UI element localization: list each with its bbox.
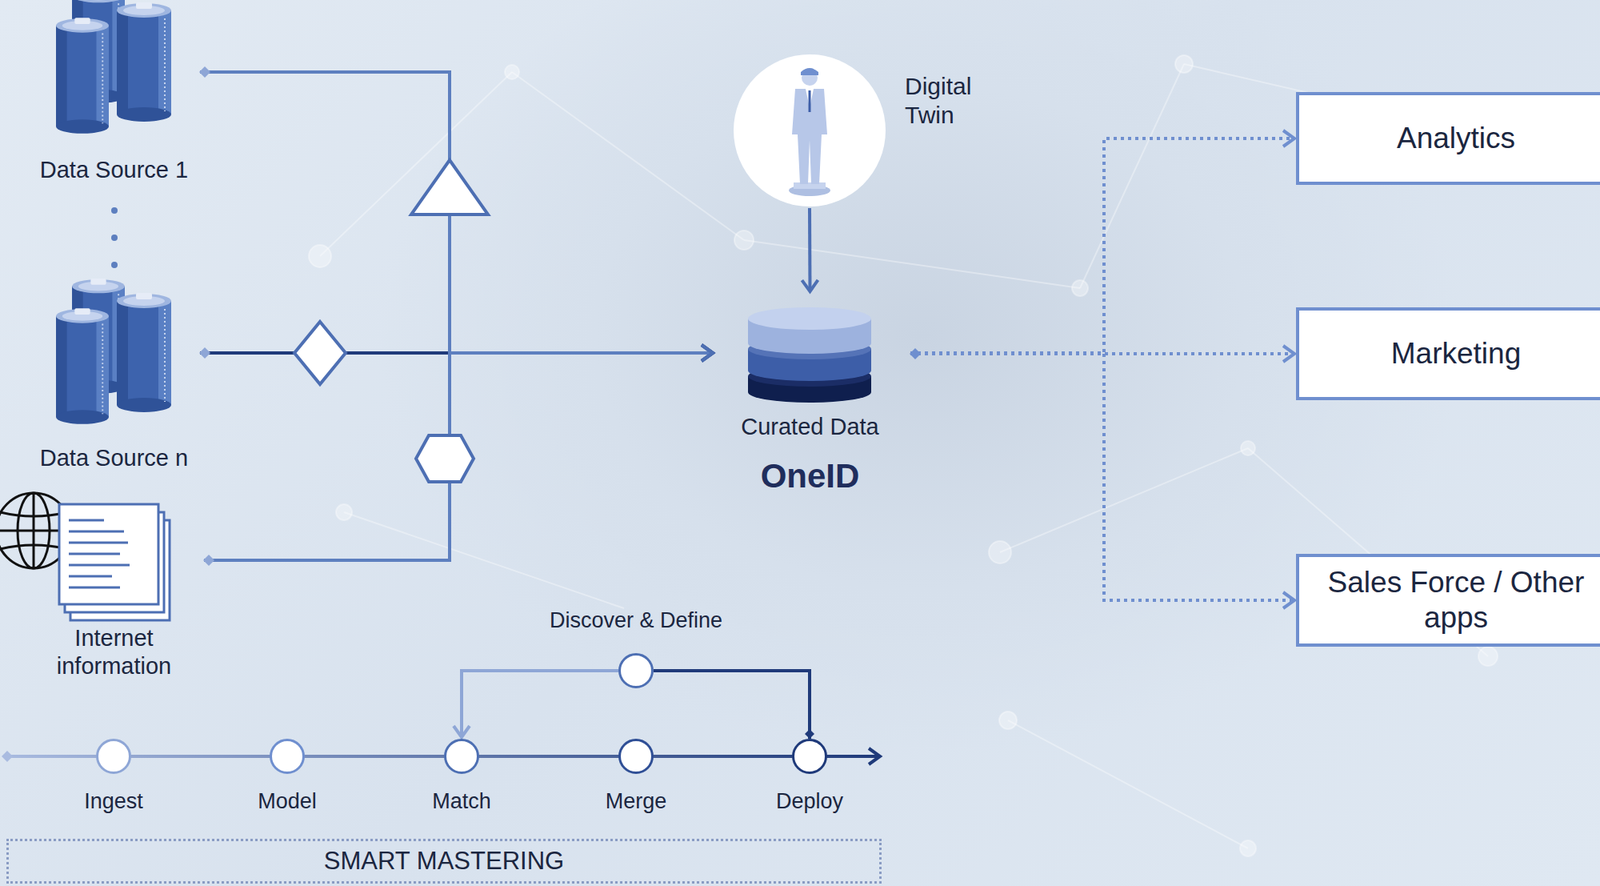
document-icon [68, 530, 124, 533]
digital-twin-figure [808, 90, 812, 112]
pipeline-step-circle: Deploy [792, 738, 828, 774]
digital-twin: Digital Twin [733, 54, 886, 207]
connector [808, 208, 812, 292]
network-texture [734, 230, 754, 250]
database-icon [56, 0, 172, 134]
source-label: Data Source n [40, 444, 188, 472]
band-label: SMART MASTERING [324, 846, 564, 876]
network-texture [1000, 448, 1248, 552]
loop-step-circle: Discover & Define [618, 652, 654, 688]
network-texture [1478, 646, 1498, 666]
network-texture [1080, 64, 1184, 288]
document-icon [68, 564, 130, 567]
output-box: Sales Force / Other apps [1296, 553, 1600, 647]
globe-icon [0, 512, 68, 516]
network-texture [512, 72, 744, 240]
smart-mastering-band: SMART MASTERING [6, 838, 882, 884]
network-texture [744, 240, 1080, 288]
connector [653, 754, 792, 758]
document-icon [68, 519, 104, 522]
pipeline-step-circle: Model [269, 738, 305, 774]
step-label: Merge [605, 788, 668, 814]
oneid-title: OneID [760, 456, 860, 496]
document-icon [68, 575, 112, 578]
ellipsis-dots [111, 234, 118, 241]
line-start-dot [804, 728, 815, 739]
step-label: Model [257, 788, 317, 814]
connector [304, 754, 444, 758]
connector [910, 352, 1295, 600]
network-texture [1072, 280, 1088, 296]
connector [131, 754, 270, 758]
document-icon [68, 520, 130, 588]
source-label: Data Source 1 [40, 156, 188, 184]
step-label: Discover & Define [549, 608, 723, 633]
document-icon [59, 504, 170, 620]
globe-icon [0, 544, 68, 549]
diamond-symbol [294, 321, 346, 384]
triangle-symbol [411, 160, 488, 215]
box-label: Analytics [1384, 120, 1528, 156]
connector [200, 72, 713, 353]
network-texture [308, 244, 332, 268]
document-icon [68, 586, 120, 589]
curated-data: Curated DataOneID [716, 296, 904, 508]
digital-twin-figure [793, 182, 826, 189]
connector [461, 670, 619, 737]
line-start-dot [203, 554, 215, 566]
pipeline-step-circle: Match [444, 738, 480, 774]
curated-database-icon [748, 307, 872, 403]
network-texture [1175, 55, 1193, 73]
network-texture [336, 504, 352, 520]
step-label: Deploy [776, 788, 844, 814]
internet-source: Internet information [24, 488, 204, 680]
hexagon-symbol [416, 435, 474, 482]
digital-twin-figure [733, 54, 886, 207]
network-texture [320, 72, 512, 256]
step-label: Match [432, 788, 492, 814]
ellipsis-dots [111, 261, 118, 268]
network-texture [504, 64, 520, 80]
ellipsis-dots [111, 207, 118, 214]
document-icon [68, 552, 120, 556]
connector [479, 754, 619, 758]
pipeline-step-circle: Merge [618, 738, 654, 774]
curated-database-icon [748, 307, 872, 330]
database-icon [56, 278, 172, 424]
ellipsis-dots [111, 207, 118, 268]
connector [910, 138, 1295, 353]
document-icon [59, 504, 159, 604]
digital-twin-figure [733, 54, 886, 207]
line-start-dot [199, 347, 211, 359]
network-texture [988, 540, 1012, 564]
network-texture [1240, 840, 1256, 856]
line-start-dot [1, 750, 13, 762]
data-source: Data Source n [28, 276, 200, 472]
source-label: Internet information [42, 624, 187, 680]
db-label: Curated Data [740, 412, 880, 441]
network-texture [1008, 720, 1248, 848]
digital-twin-figure [800, 68, 819, 76]
box-label: Sales Force / Other apps [1299, 564, 1600, 636]
digital-twin-figure [792, 88, 828, 184]
connector [204, 352, 713, 560]
twin-label: Digital Twin [904, 72, 993, 130]
step-label: Ingest [84, 788, 144, 814]
box-label: Marketing [1378, 336, 1534, 372]
document-icon [68, 541, 128, 544]
network-texture [1240, 440, 1256, 456]
line-start-dot [199, 66, 211, 78]
connector [653, 670, 810, 739]
network-texture [999, 711, 1017, 729]
pipeline-step-circle: Ingest [96, 738, 132, 774]
output-box: Marketing [1296, 307, 1600, 400]
data-source: Data Source 1 [28, 0, 200, 184]
output-box: Analytics [1296, 92, 1600, 185]
